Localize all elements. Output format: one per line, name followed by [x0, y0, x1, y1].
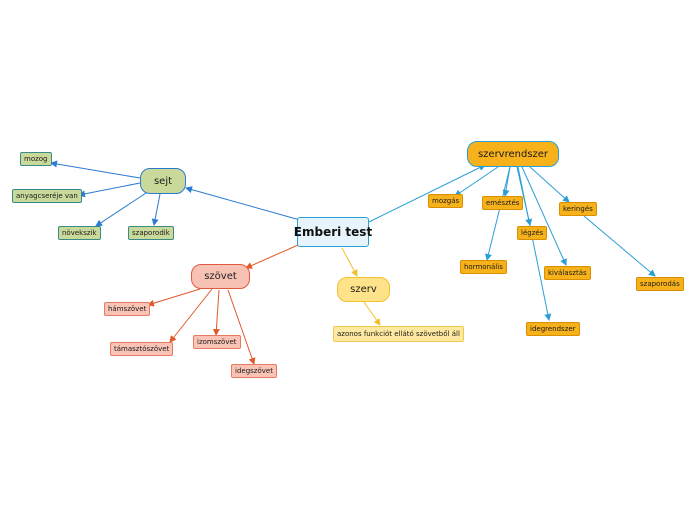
leaf-idegszovet[interactable]: idegszövet	[231, 364, 277, 378]
root-node-emberi-test[interactable]: Emberi test	[294, 217, 372, 247]
link-szr-hormonalis	[485, 166, 511, 261]
link-szovet-idegszovet	[227, 289, 256, 365]
topic-sejt[interactable]: sejt	[140, 168, 186, 194]
link-sejt-anyagcsere	[78, 182, 141, 198]
leaf-hormonalis[interactable]: hormonális	[460, 260, 507, 274]
leaf-mozgas[interactable]: mozgás	[428, 194, 464, 208]
leaf-anyagcsereje-van[interactable]: anyagcseréje van	[12, 189, 82, 203]
leaf-legzes[interactable]: légzés	[517, 226, 548, 240]
link-szovet-hamszovet	[147, 288, 201, 307]
link-szerv-azonos	[363, 301, 381, 326]
topic-szovet[interactable]: szövet	[191, 264, 250, 289]
link-sejt-szaporodik	[151, 193, 161, 226]
link-szovet-tamaszto	[169, 288, 213, 343]
leaf-mozog[interactable]: mozog	[20, 152, 52, 166]
link-sejt-novekszik	[95, 192, 147, 227]
leaf-azonos-funkciot[interactable]: azonos funkciót ellátó szövetből áll	[333, 326, 464, 342]
leaf-keringes[interactable]: keringés	[559, 202, 597, 216]
link-szr-keringes	[529, 166, 570, 203]
link-root-sejt	[185, 186, 301, 221]
leaf-idegrendszer[interactable]: idegrendszer	[526, 322, 580, 336]
leaf-szaporodas[interactable]: szaporodás	[636, 277, 684, 291]
link-root-szerv	[341, 247, 358, 277]
link-sejt-mozog	[50, 160, 141, 179]
link-szovet-izomszovet	[212, 289, 220, 336]
leaf-tamasztoszovet[interactable]: támasztószövet	[110, 342, 174, 356]
link-szr-kivalasztas	[521, 166, 567, 266]
leaf-szaporodik[interactable]: szaporodik	[128, 226, 174, 240]
leaf-emesztes[interactable]: emésztés	[482, 196, 524, 210]
link-szr-idegrendszer	[517, 166, 552, 321]
link-root-szervrendszer	[368, 164, 486, 223]
leaf-izomszovet[interactable]: izomszövet	[193, 335, 241, 349]
topic-szervrendszer[interactable]: szervrendszer	[467, 141, 559, 167]
topic-szerv[interactable]: szerv	[337, 277, 390, 302]
leaf-kivalasztas[interactable]: kiválasztás	[544, 266, 591, 280]
link-root-szovet	[245, 244, 299, 269]
leaf-novekszik[interactable]: növekszik	[58, 226, 101, 240]
link-szr-mozgas	[454, 166, 499, 197]
link-keringes-szaporodas	[583, 215, 656, 277]
leaf-hamszovet[interactable]: hámszövet	[104, 302, 151, 316]
